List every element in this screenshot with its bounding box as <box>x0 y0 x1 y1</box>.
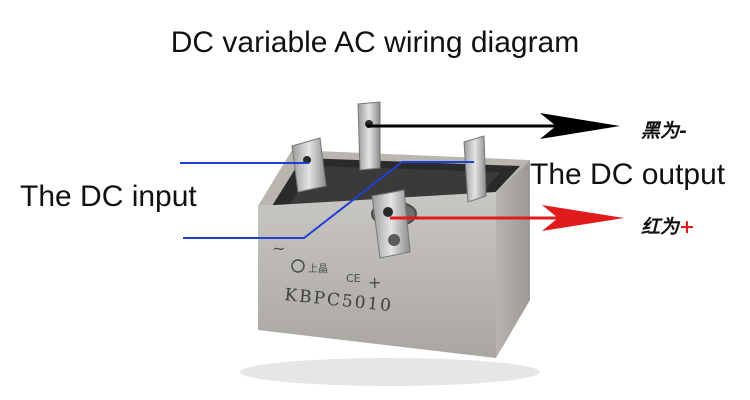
logo-circle-icon <box>291 259 305 273</box>
pin-right <box>463 135 487 203</box>
negative-output-arrow <box>367 113 620 139</box>
pin-left <box>291 137 327 193</box>
component-right-face <box>496 160 530 358</box>
positive-terminal-label: 红为+ <box>641 212 695 239</box>
ac-symbol-marking: ~ <box>272 239 285 258</box>
dc-input-wires <box>180 161 474 239</box>
plus-symbol-marking: + <box>368 273 381 292</box>
positive-output-arrow <box>390 205 624 231</box>
component-epoxy-shade <box>290 166 500 204</box>
dc-output-label: The DC output <box>530 158 726 191</box>
negative-sign: - <box>679 120 687 142</box>
pin-top-left <box>357 101 381 171</box>
dc-input-label: The DC input <box>20 180 197 213</box>
component-shadow <box>240 358 540 386</box>
diagram-title: DC variable AC wiring diagram <box>170 26 580 59</box>
input-wire-lower <box>183 161 474 239</box>
ce-marking: CE <box>346 272 361 285</box>
pin-center-positive <box>371 189 411 259</box>
component-front-face <box>258 192 496 358</box>
negative-terminal-label: 黑为- <box>641 116 687 143</box>
maker-marking: 上晶 <box>308 263 328 275</box>
positive-label-text: 红为 <box>641 216 680 238</box>
negative-label-text: 黑为 <box>641 120 680 142</box>
positive-sign: + <box>679 216 695 238</box>
